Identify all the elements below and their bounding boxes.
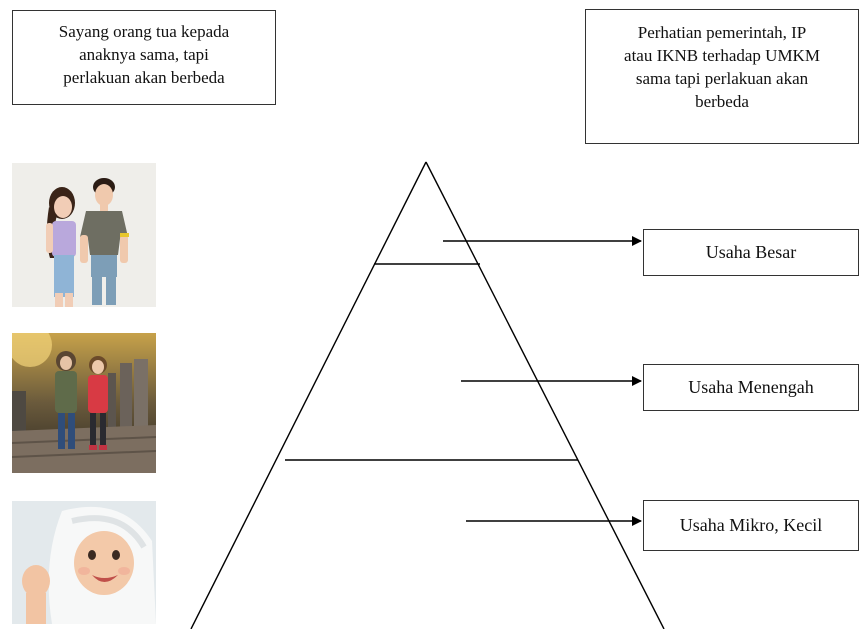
photo-young-couple: [12, 163, 156, 307]
note-left-line2: anaknya sama, tapi: [79, 45, 209, 64]
label-usaha-besar: Usaha Besar: [643, 229, 859, 276]
photo-two-children: [12, 333, 156, 473]
note-left-line1: Sayang orang tua kepada: [58, 22, 230, 41]
note-right-line3: sama tapi perlakuan akan: [635, 69, 809, 88]
note-right-line2: atau IKNB terhadap UMKM: [624, 46, 820, 65]
label-usaha-menengah: Usaha Menengah: [643, 364, 859, 411]
note-parents-love: Sayang orang tua kepada anaknya sama, ta…: [12, 10, 276, 105]
pyramid-right-edge: [425, 161, 665, 629]
pyramid-left-edge: [190, 161, 427, 629]
note-right-line1: Perhatian pemerintah, IP: [637, 23, 807, 42]
photo-baby: [12, 501, 156, 624]
note-right-line4: berbeda: [695, 92, 749, 111]
label-usaha-mikro-kecil: Usaha Mikro, Kecil: [643, 500, 859, 551]
note-government-attention: Perhatian pemerintah, IP atau IKNB terha…: [585, 9, 859, 144]
note-left-line3: perlakuan akan berbeda: [63, 68, 225, 87]
